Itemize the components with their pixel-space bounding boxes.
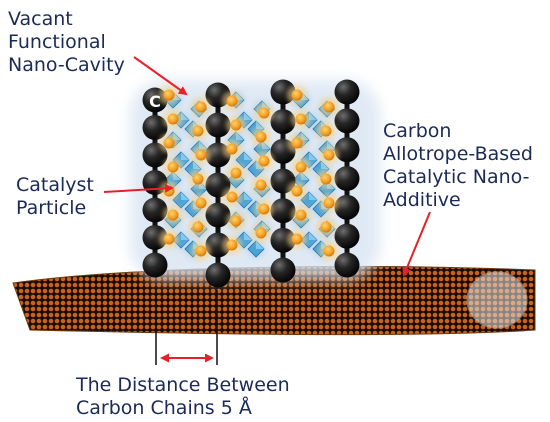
catalyst-particle-label: Catalyst Particle xyxy=(16,174,94,220)
carbon-atom xyxy=(270,109,296,135)
carbon-atom xyxy=(142,252,168,278)
nano-cavity-line-2: Functional xyxy=(8,31,106,53)
catalyst-particle-11 xyxy=(192,221,204,233)
catalyst-particle-36 xyxy=(291,185,303,197)
catalyst-particle-18 xyxy=(226,143,238,155)
carbon-atom xyxy=(334,166,360,191)
catalyst-particle-7 xyxy=(192,173,204,185)
carbon-atom xyxy=(334,194,360,220)
carbon-atom xyxy=(205,112,231,138)
catalyst-particle-12 xyxy=(163,233,175,245)
catalyst-particle-21 xyxy=(255,179,267,191)
catalyst-particle-arrow xyxy=(103,183,174,193)
catalyst-particle-40 xyxy=(291,233,303,245)
carbon-atom xyxy=(334,223,360,249)
catalyst-particle-3 xyxy=(192,125,204,137)
catalyst-particle-39 xyxy=(320,221,332,233)
nano-cavity-arrow xyxy=(133,56,188,96)
catalyst-particle-0 xyxy=(163,89,175,101)
catalyst-particle-28 xyxy=(291,89,303,101)
carbon-atom xyxy=(205,202,231,228)
carbon-atom-symbol: C xyxy=(149,92,161,111)
catalyst-particle-5 xyxy=(195,149,207,161)
catalyst-particle-line-2: Particle xyxy=(16,197,87,219)
annotation-arrows xyxy=(103,56,431,363)
carbon-chains xyxy=(142,79,360,288)
catalyst-particle-37 xyxy=(323,197,335,209)
catalyst-particle-8 xyxy=(163,185,175,197)
catalyst-particle-6 xyxy=(167,161,179,173)
carbon-atom xyxy=(205,262,231,288)
carbon-atom xyxy=(142,115,168,140)
catalyst-particle-20 xyxy=(230,167,242,179)
catalyst-particle-26 xyxy=(226,239,238,251)
catalyst-particle-13 xyxy=(195,245,207,257)
catalyst-particle-34 xyxy=(295,161,307,173)
catalyst-particle-16 xyxy=(230,119,242,131)
catalyst-particle-30 xyxy=(295,113,307,125)
catalyst-particle-9 xyxy=(195,197,207,209)
catalyst-particle-33 xyxy=(323,149,335,161)
additive-line-1: Carbon xyxy=(383,120,452,142)
catalyst-particle-14 xyxy=(226,95,238,107)
catalyst-particle-41 xyxy=(323,245,335,257)
catalyst-particle-22 xyxy=(226,191,238,203)
catalyst-particle-line-1: Catalyst xyxy=(16,174,94,196)
catalyst-particle-15 xyxy=(258,107,270,119)
carbon-atom xyxy=(334,79,360,105)
carbon-chain-1 xyxy=(142,87,168,278)
catalyst-particle-10 xyxy=(167,209,179,221)
catalyst-particle-31 xyxy=(320,125,332,137)
distance-label: The Distance Between Carbon Chains 5 Å xyxy=(76,374,290,420)
carbon-atom xyxy=(334,108,360,134)
distance-guides xyxy=(155,290,218,365)
catalyst-particle-2 xyxy=(167,113,179,125)
additive-label: Carbon Allotrope-Based Catalytic Nano- A… xyxy=(383,120,533,212)
catalyst-particle-25 xyxy=(255,227,267,239)
distance-line-2: Carbon Chains 5 Å xyxy=(76,397,252,419)
carbon-atom xyxy=(270,257,296,283)
catalyst-particle-35 xyxy=(320,173,332,185)
carbon-atom xyxy=(270,198,296,224)
carbon-chain-4 xyxy=(334,79,360,278)
distance-line-1: The Distance Between xyxy=(76,374,290,396)
additive-line-3: Catalytic Nano- xyxy=(383,166,530,188)
catalyst-particle-24 xyxy=(230,215,242,227)
nano-cavity-line-3: Nano-Cavity xyxy=(8,54,125,76)
catalyst-particle-32 xyxy=(291,137,303,149)
catalyst-particle-1 xyxy=(195,101,207,113)
nano-cavity-line-1: Vacant xyxy=(8,8,73,30)
additive-line-4: Additive xyxy=(383,189,461,211)
catalyst-particle-29 xyxy=(323,101,335,113)
catalyst-particle-4 xyxy=(163,137,175,149)
nano-cavity-label: Vacant Functional Nano-Cavity xyxy=(8,8,125,77)
additive-line-2: Allotrope-Based xyxy=(383,143,533,165)
carbon-atom xyxy=(142,197,168,223)
substrate-end-cap xyxy=(466,271,528,329)
carbon-atom xyxy=(334,137,360,163)
catalyst-particle-19 xyxy=(258,155,270,167)
additive-arrow xyxy=(402,211,431,277)
carbon-atom xyxy=(334,252,360,278)
catalyst-particle-17 xyxy=(255,131,267,143)
catalyst-particles xyxy=(159,85,339,261)
catalyst-particle-23 xyxy=(258,203,270,215)
catalyst-particle-38 xyxy=(295,209,307,221)
carbon-substrate xyxy=(12,265,536,336)
